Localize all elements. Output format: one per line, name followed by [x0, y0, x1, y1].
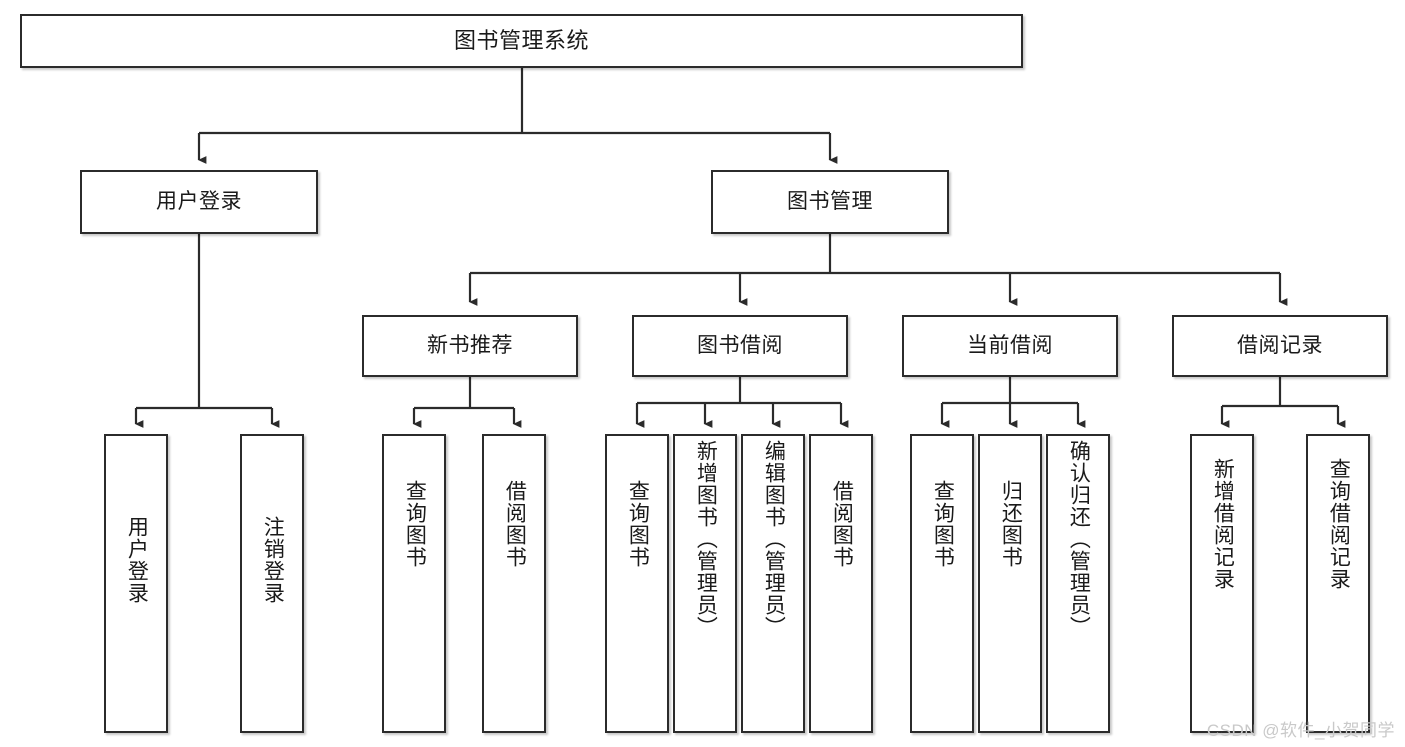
leaf-label: 归还图书: [999, 480, 1023, 568]
node-user-login-label: 用户登录: [156, 189, 242, 213]
node-current-borrow[interactable]: 当前借阅: [902, 315, 1118, 377]
leaf-label: 查询图书: [931, 480, 955, 568]
leaf-label: 借阅图书: [830, 480, 854, 568]
leaf-label: 确认归还（管理员）: [1067, 440, 1091, 638]
leaf-borrow-query-book[interactable]: 查询图书: [605, 434, 669, 733]
leaf-borrow-borrow-book[interactable]: 借阅图书: [809, 434, 873, 733]
leaf-borrow-edit-book[interactable]: 编辑图书（管理员）: [741, 434, 805, 733]
leaf-record-query[interactable]: 查询借阅记录: [1306, 434, 1370, 733]
leaf-current-confirm-return[interactable]: 确认归还（管理员）: [1046, 434, 1110, 733]
leaf-label: 查询借阅记录: [1327, 458, 1351, 590]
leaf-user-login-signin[interactable]: 用户登录: [104, 434, 168, 733]
node-user-login[interactable]: 用户登录: [80, 170, 318, 234]
node-book-management-label: 图书管理: [787, 189, 873, 213]
node-book-borrow[interactable]: 图书借阅: [632, 315, 848, 377]
leaf-record-add[interactable]: 新增借阅记录: [1190, 434, 1254, 733]
node-book-management[interactable]: 图书管理: [711, 170, 949, 234]
node-borrow-record-label: 借阅记录: [1237, 333, 1323, 357]
leaf-label: 注销登录: [261, 516, 285, 604]
leaf-user-login-signout[interactable]: 注销登录: [240, 434, 304, 733]
node-borrow-record[interactable]: 借阅记录: [1172, 315, 1388, 377]
node-root-label: 图书管理系统: [453, 28, 589, 54]
leaf-label: 新增借阅记录: [1211, 458, 1235, 590]
leaf-new-book-borrow[interactable]: 借阅图书: [482, 434, 546, 733]
leaf-new-book-query[interactable]: 查询图书: [382, 434, 446, 733]
node-current-borrow-label: 当前借阅: [967, 333, 1053, 357]
leaf-label: 借阅图书: [503, 480, 527, 568]
leaf-current-return-book[interactable]: 归还图书: [978, 434, 1042, 733]
watermark: CSDN @软件_小贺同学: [1206, 721, 1395, 740]
node-new-book-recommend[interactable]: 新书推荐: [362, 315, 578, 377]
node-root[interactable]: 图书管理系统: [20, 14, 1023, 68]
leaf-current-query-book[interactable]: 查询图书: [910, 434, 974, 733]
leaf-label: 查询图书: [403, 480, 427, 568]
node-new-book-recommend-label: 新书推荐: [427, 333, 513, 357]
leaf-borrow-add-book[interactable]: 新增图书（管理员）: [673, 434, 737, 733]
node-book-borrow-label: 图书借阅: [697, 333, 783, 357]
leaf-label: 新增图书（管理员）: [694, 440, 718, 638]
leaf-label: 编辑图书（管理员）: [762, 440, 786, 638]
leaf-label: 查询图书: [626, 480, 650, 568]
leaf-label: 用户登录: [125, 516, 149, 604]
